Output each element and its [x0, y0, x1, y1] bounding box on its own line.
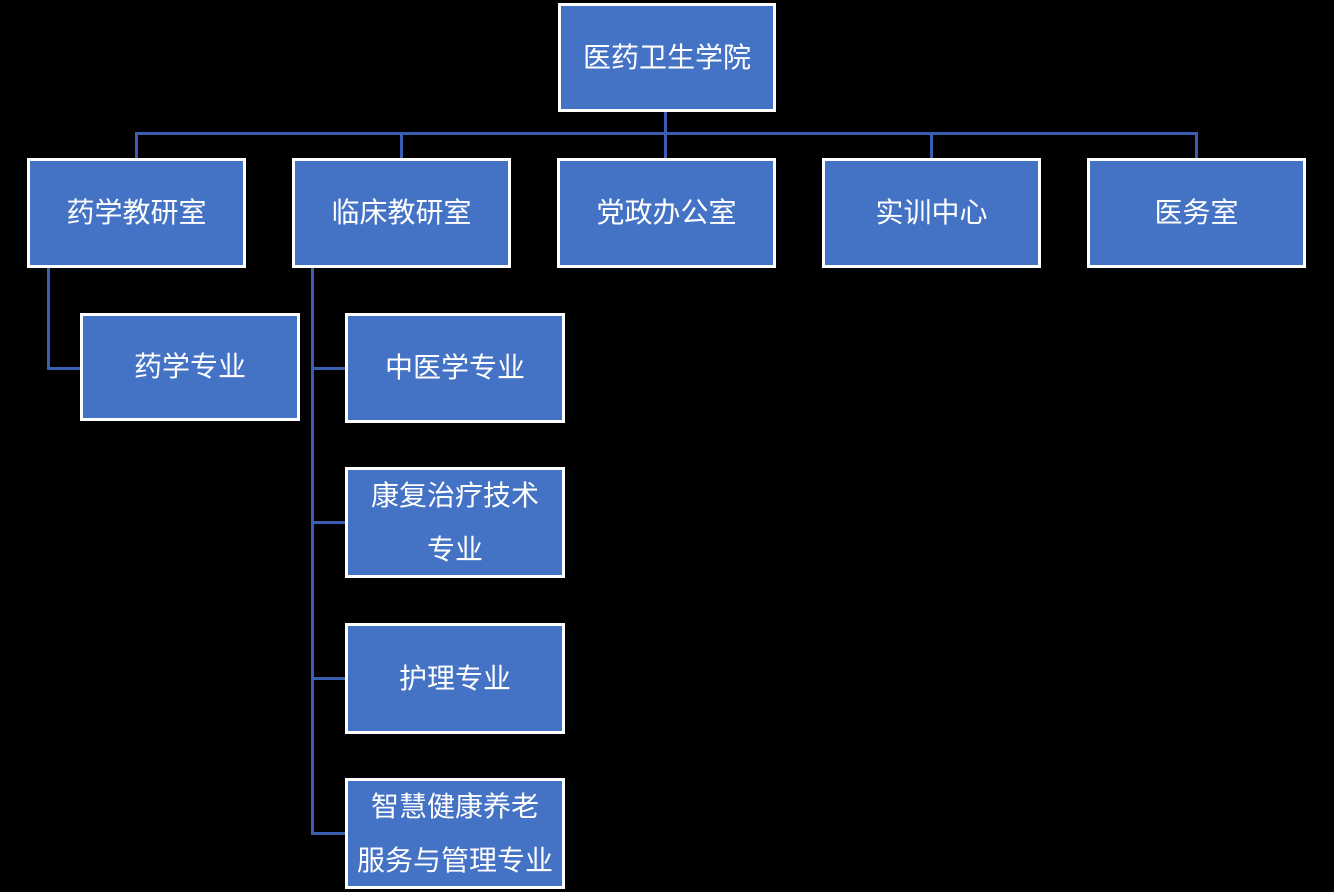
node-clinical-office: 临床教研室: [292, 158, 511, 268]
connector-drop-party-admin-office: [664, 132, 667, 158]
node-college-root: 医药卫生学院: [558, 3, 776, 112]
connector-clinical-spine: [311, 268, 314, 835]
connector-pharmacy-branch-stub: [47, 367, 80, 370]
connector-stub-nursing-major: [311, 677, 345, 680]
connector-root-down: [664, 112, 667, 134]
connector-stub-tcm-major: [311, 367, 345, 370]
connector-stub-rehab-major: [311, 521, 345, 524]
node-pharmacy-major: 药学专业: [80, 313, 300, 421]
connector-stub-smart-eldercare-major: [311, 832, 345, 835]
node-training-center: 实训中心: [822, 158, 1041, 268]
connector-drop-clinical-office: [400, 132, 403, 158]
node-party-admin-office: 党政办公室: [557, 158, 776, 268]
connector-pharmacy-branch-vertical: [47, 268, 50, 370]
node-rehab-major: 康复治疗技术 专业: [345, 467, 565, 578]
connector-drop-pharmacy-office: [135, 132, 138, 158]
node-nursing-major: 护理专业: [345, 623, 565, 734]
node-smart-eldercare-major: 智慧健康养老 服务与管理专业: [345, 778, 565, 889]
connector-drop-clinic-room: [1195, 132, 1198, 158]
node-pharmacy-office: 药学教研室: [27, 158, 246, 268]
node-clinic-room: 医务室: [1087, 158, 1306, 268]
node-tcm-major: 中医学专业: [345, 313, 565, 423]
connector-drop-training-center: [930, 132, 933, 158]
